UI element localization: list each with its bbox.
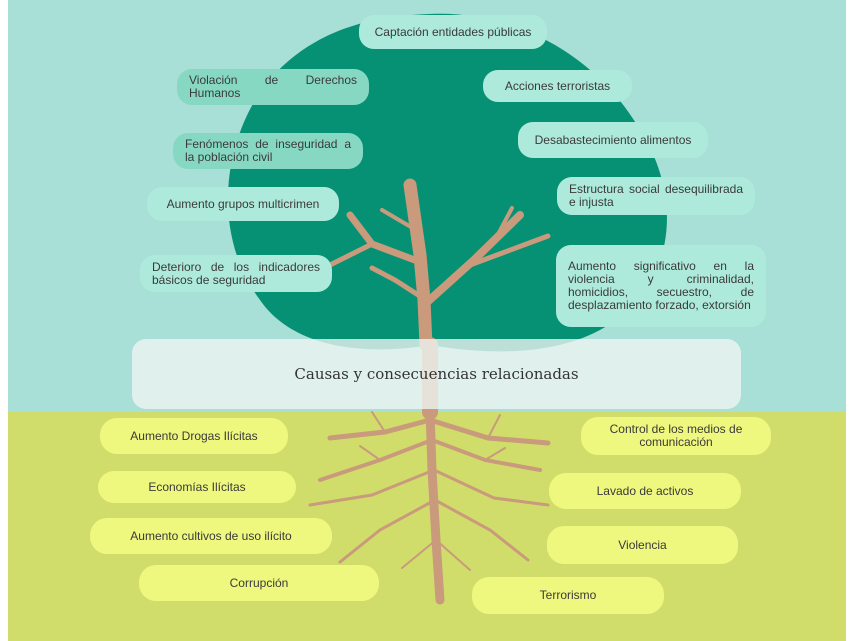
- consequence-pill: Aumento significativo en la violencia y …: [556, 245, 766, 327]
- cause-pill: Aumento Drogas Ilícitas: [100, 418, 288, 454]
- cause-pill: Corrupción: [139, 565, 379, 601]
- consequence-pill: Deterioro de los indicadores básicos de …: [140, 255, 332, 292]
- cause-pill: Economías Ilícitas: [98, 471, 296, 503]
- consequence-pill: Desabastecimiento alimentos: [518, 122, 708, 158]
- consequence-pill: Violación de Derechos Humanos: [177, 69, 369, 105]
- cause-pill: Aumento cultivos de uso ilícito: [90, 518, 332, 554]
- cause-pill: Lavado de activos: [549, 473, 741, 509]
- center-title: Causas y consecuencias relacionadas: [294, 365, 579, 383]
- consequence-pill: Estructura social desequilibrada e injus…: [557, 177, 755, 215]
- cause-pill: Violencia: [547, 526, 738, 564]
- consequence-pill: Captación entidades públicas: [359, 15, 547, 49]
- consequence-pill: Acciones terroristas: [483, 70, 632, 102]
- cause-pill: Terrorismo: [472, 577, 664, 614]
- cause-pill: Control de los medios de comunicación: [581, 417, 771, 455]
- consequence-pill: Aumento grupos multicrimen: [147, 187, 339, 221]
- center-title-banner: Causas y consecuencias relacionadas: [132, 339, 741, 409]
- consequence-pill: Fenómenos de inseguridad a la población …: [173, 133, 363, 169]
